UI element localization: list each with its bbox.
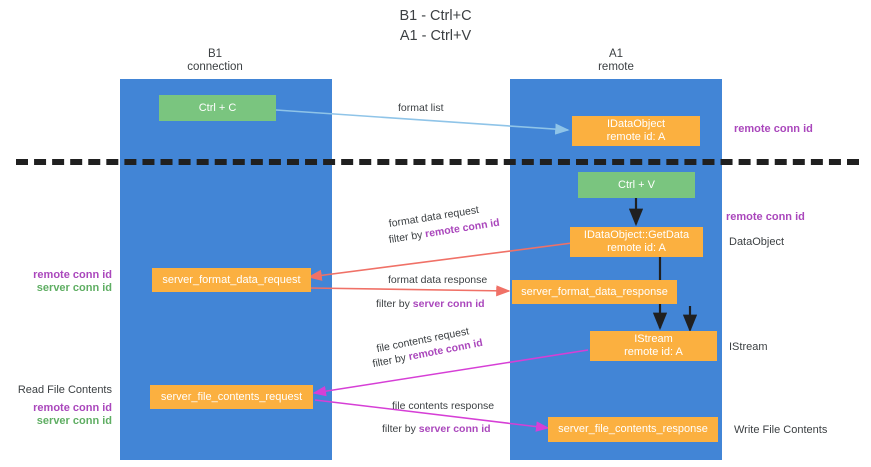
filter-key-server-conn-id: server conn id — [412, 298, 485, 310]
edge-label-file-contents-response: file contents response — [392, 400, 495, 412]
edge-label-format-data-response-filter: filter by server conn id — [376, 298, 485, 311]
title-line-2: A1 - Ctrl+V — [399, 28, 472, 44]
side-label-istream: IStream — [729, 341, 768, 353]
box-server-format-data-request[interactable]: server_format_data_request — [152, 268, 311, 292]
box-istream-line1: IStream — [634, 333, 673, 345]
box-istream-line2: remote id: A — [624, 346, 683, 358]
column-header-a1-line1: A1 — [608, 48, 624, 60]
edge-label-format-list: format list — [398, 102, 444, 114]
box-getdata-line2: remote id: A — [607, 242, 666, 254]
column-header-b1-line1: B1 — [207, 48, 223, 60]
box-ctrl-c-label: Ctrl + C — [198, 101, 237, 114]
column-header-a1: A1 remote — [551, 48, 681, 74]
box-idataobject-line2: remote id: A — [606, 131, 666, 143]
side-label-left-server-conn-id: server conn id — [36, 282, 112, 294]
column-header-b1: B1 connection — [150, 48, 280, 74]
side-label-write-file-contents: Write File Contents — [734, 424, 828, 436]
box-idataobject[interactable]: IDataObject remote id: A — [572, 116, 700, 146]
box-server-file-contents-response[interactable]: server_file_contents_response — [548, 417, 718, 442]
side-label-left-remote-conn-id-2: remote conn id — [33, 402, 112, 414]
edge-label-format-data-response: format data response — [388, 274, 488, 286]
box-ctrl-v[interactable]: Ctrl + V — [578, 172, 695, 198]
box-server-format-data-request-label: server_format_data_request — [162, 273, 301, 286]
box-ctrl-v-label: Ctrl + V — [618, 178, 655, 191]
side-label-remote-conn-id-top: remote conn id — [734, 123, 813, 135]
column-header-b1-line2: connection — [187, 61, 243, 73]
box-server-file-contents-response-label: server_file_contents_response — [558, 423, 708, 435]
title-line-1: B1 - Ctrl+C — [399, 8, 472, 24]
filter-prefix: filter by — [382, 423, 419, 435]
box-ctrl-c[interactable]: Ctrl + C — [159, 95, 276, 121]
box-istream[interactable]: IStream remote id: A — [590, 331, 717, 361]
filter-prefix: filter by — [376, 298, 413, 310]
box-idataobject-line1: IDataObject — [606, 118, 666, 130]
page-title: B1 - Ctrl+C A1 - Ctrl+V — [0, 6, 871, 46]
column-header-a1-line2: remote — [598, 61, 634, 73]
filter-key-server-conn-id: server conn id — [418, 423, 491, 435]
edge-label-file-contents-response-filter: filter by server conn id — [382, 423, 491, 436]
box-server-format-data-response-label: server_format_data_response — [521, 285, 668, 298]
side-label-dataobject: DataObject — [729, 236, 785, 248]
side-label-read-file-contents: Read File Contents — [17, 384, 112, 396]
box-server-format-data-response[interactable]: server_format_data_response — [512, 280, 677, 304]
box-server-file-contents-request-label: server_file_contents_request — [160, 390, 303, 403]
box-getdata-line1: IDataObject::GetData — [583, 229, 690, 241]
side-label-left-server-conn-id-2: server conn id — [36, 415, 112, 427]
side-label-remote-conn-id-mid: remote conn id — [726, 211, 805, 223]
box-idataobject-getdata[interactable]: IDataObject::GetData remote id: A — [570, 227, 703, 257]
side-label-left-remote-conn-id: remote conn id — [33, 269, 112, 281]
phase-divider — [16, 159, 859, 165]
box-server-file-contents-request[interactable]: server_file_contents_request — [150, 385, 313, 409]
